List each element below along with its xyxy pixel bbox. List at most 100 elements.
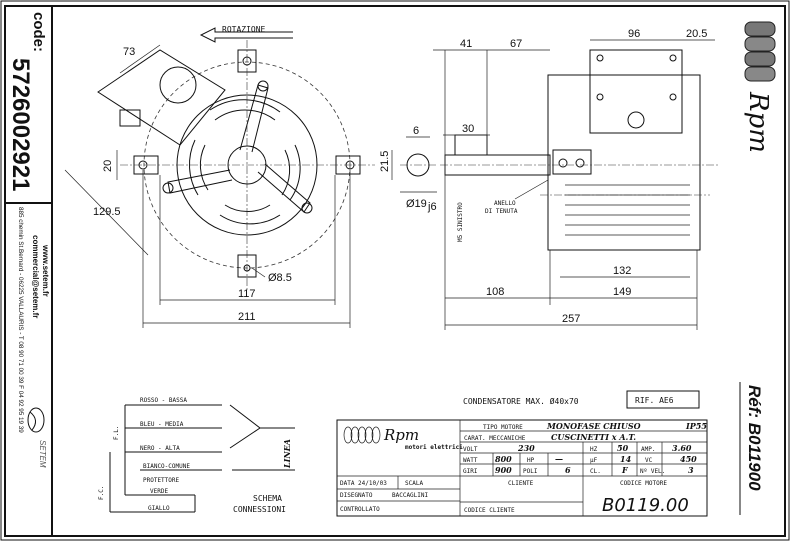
dim-67: 67 bbox=[510, 38, 522, 50]
disegnato-label: DISEGNATO bbox=[340, 492, 373, 499]
cliente-label: CLIENTE bbox=[508, 480, 534, 487]
amp-value: 3.60 bbox=[672, 443, 692, 453]
dim-129-5: 129.5 bbox=[93, 206, 121, 218]
ref-code: Réf: B011900 bbox=[745, 385, 764, 491]
svg-text:Rpm: Rpm bbox=[383, 426, 419, 444]
tipo-motore-label: TIPO MOTORE bbox=[483, 424, 523, 431]
dim-132: 132 bbox=[613, 265, 631, 277]
title-block: Rpm motori elettrici TIPO MOTORE MONOFAS… bbox=[336, 419, 708, 517]
schema-title-2: CONNESSIONI bbox=[233, 505, 286, 514]
vel-label: Nº VEL. bbox=[640, 468, 665, 475]
svg-text:motori elettrici: motori elettrici bbox=[405, 444, 463, 451]
rpm-logo-text: Rpm bbox=[743, 91, 773, 153]
controllato-label: CONTROLLATO bbox=[340, 506, 380, 513]
vel-value: 3 bbox=[688, 465, 694, 475]
codice-motore-label: CODICE MOTORE bbox=[620, 480, 667, 487]
dim-8-5: Ø8.5 bbox=[268, 272, 292, 284]
front-view: ROTAZIONE 73 bbox=[64, 25, 375, 328]
website-link[interactable]: www.setem.fr bbox=[41, 244, 50, 297]
data-label: DATA bbox=[340, 480, 355, 487]
hz-value: 50 bbox=[617, 443, 629, 453]
email-link[interactable]: commercial@setem.fr bbox=[31, 235, 40, 318]
dim-19: Ø19 bbox=[406, 198, 427, 210]
dim-21-5: 21.5 bbox=[379, 151, 391, 172]
ip-value: IP55 bbox=[685, 421, 707, 431]
uf-value: 14 bbox=[620, 454, 632, 464]
code-label: code: bbox=[30, 12, 47, 52]
dim-6: 6 bbox=[413, 125, 419, 137]
rotation-arrow-icon bbox=[199, 27, 293, 43]
vc-label: VC bbox=[645, 457, 653, 464]
codice-motore-value: B0119.00 bbox=[602, 495, 689, 516]
code-value: 5726002921 bbox=[7, 58, 34, 191]
codice-cliente-label: CODICE CLIENTE bbox=[464, 507, 515, 514]
line-label: LINEA bbox=[282, 439, 292, 469]
wire-giallo: GIALLO bbox=[148, 505, 170, 512]
dim-117: 117 bbox=[238, 288, 256, 300]
rotation-label: ROTAZIONE bbox=[222, 25, 266, 34]
wiring-diagram: ROSSO - BASSA BLEU - MEDIA NERO - ALTA B… bbox=[98, 397, 295, 514]
cable-gland bbox=[627, 111, 645, 129]
rpm-title-logo: Rpm motori elettrici bbox=[343, 426, 463, 451]
motor-body bbox=[547, 74, 701, 251]
dim-108: 108 bbox=[486, 286, 504, 298]
watt-label: WATT bbox=[463, 457, 478, 464]
cl-value: F bbox=[621, 465, 629, 475]
coil-logo-icon bbox=[744, 21, 776, 82]
dim-20-5: 20.5 bbox=[686, 28, 707, 40]
giri-label: GIRI bbox=[463, 468, 478, 475]
amp-label: AMP. bbox=[641, 446, 655, 453]
poli-value: 6 bbox=[565, 465, 571, 475]
terminal-box-side bbox=[589, 49, 683, 134]
cooling-fins bbox=[565, 184, 690, 236]
hp-value: — bbox=[555, 454, 563, 464]
vent-slots bbox=[189, 99, 301, 225]
setem-logo: SETEM bbox=[27, 407, 47, 468]
dim-73: 73 bbox=[123, 46, 135, 58]
watt-value: 800 bbox=[495, 454, 512, 464]
coil-logo-icon bbox=[343, 426, 381, 444]
giri-value: 900 bbox=[495, 465, 512, 475]
side-view: 21.5 6 Ø19 j6 M5 SINISTRO ANELLO DI TENU… bbox=[379, 28, 720, 330]
terminal-box bbox=[97, 49, 226, 146]
rpm-brand-logo: Rpm bbox=[743, 21, 776, 153]
seal-label-2: DI TENUTA bbox=[485, 208, 518, 215]
fc-label: F.C. bbox=[98, 486, 105, 500]
wire-verde: VERDE bbox=[150, 488, 168, 495]
svg-text:SETEM: SETEM bbox=[38, 440, 47, 468]
rif-value: RIF. AE6 bbox=[635, 396, 674, 405]
wire-nero: NERO - ALTA bbox=[140, 445, 180, 452]
rif-box bbox=[626, 390, 700, 409]
vc-value: 450 bbox=[680, 454, 697, 464]
drawing-frame bbox=[4, 5, 786, 537]
poli-label: POLI bbox=[523, 468, 538, 475]
code-box: code: 5726002921 bbox=[7, 12, 47, 191]
fl-label: F.L. bbox=[113, 426, 120, 440]
thread-label: M5 SINISTRO bbox=[457, 202, 464, 242]
dim-19-tolerance: j6 bbox=[427, 201, 437, 213]
dim-257: 257 bbox=[562, 313, 580, 325]
volt-label: VOLT bbox=[463, 446, 478, 453]
dim-96: 96 bbox=[628, 28, 640, 40]
wire-bianco: BIANCO-COMUNE bbox=[143, 463, 190, 470]
support-arms bbox=[167, 84, 311, 213]
dim-149: 149 bbox=[613, 286, 631, 298]
schema-title-1: SCHEMA bbox=[253, 494, 282, 503]
disegnato-value: BACCAGLINI bbox=[392, 492, 429, 499]
volt-value: 230 bbox=[517, 443, 535, 453]
hp-label: HP bbox=[527, 457, 535, 464]
wire-rosso: ROSSO - BASSA bbox=[140, 397, 187, 404]
dim-211: 211 bbox=[238, 311, 256, 323]
screw bbox=[257, 80, 269, 92]
carat-label: CARAT. MECCANICHE bbox=[464, 435, 526, 442]
contact-info: www.setem.fr commercial@setem.fr 885 che… bbox=[17, 207, 50, 468]
address-text: 885 chemin St.Bernard - 06225 VALLAURIS … bbox=[17, 207, 24, 433]
tipo-motore-value: MONOFASE CHIUSO bbox=[546, 421, 641, 431]
data-value: 24/10/03 bbox=[358, 480, 387, 487]
hz-label: HZ bbox=[590, 446, 598, 453]
uf-label: µF bbox=[590, 457, 598, 464]
dim-20: 20 bbox=[102, 160, 114, 172]
scala-label: SCALA bbox=[405, 480, 423, 487]
